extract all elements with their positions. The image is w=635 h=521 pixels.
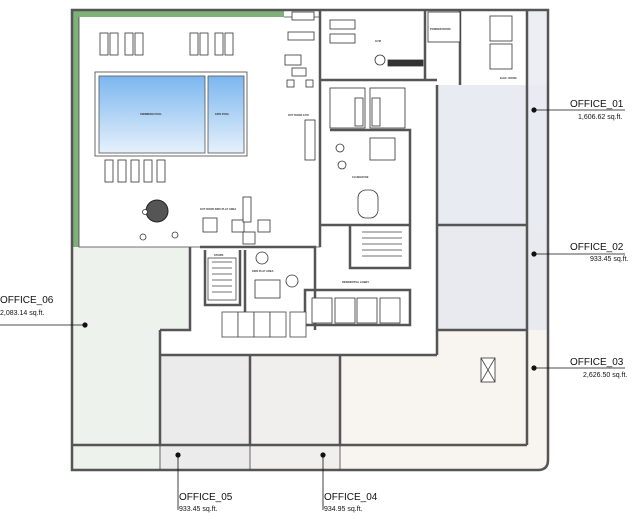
kids-pool [207,75,245,154]
kids-pool-label: KIDS POOL [215,112,230,116]
swimming-pool-label: SWIMMING POOL [140,112,162,116]
service-rooms [221,311,307,338]
office-06-label: OFFICE_06 [0,295,54,306]
gym-equipment [329,19,424,67]
office-partitions [72,10,529,447]
outdoor-gym-label: OUT DOOR GYM [288,113,309,117]
fire-pit [145,199,169,223]
powder-room [427,11,461,43]
office-05-area-value: 933.45 sq.ft. [179,506,218,513]
office-01-label: OFFICE_01 [570,99,624,110]
stairs-label: STAIRS [214,253,224,257]
office-03-area[interactable] [340,330,548,470]
hedge-left [72,11,79,247]
office-01-area-value: 1,606.62 sq.ft. [578,114,622,121]
outdoor-kids-play-label: OUT DOOR KIDS PLAY AREA [200,207,236,211]
core-walls [200,10,462,330]
clubhouse-label: CLUBHOUSE [352,175,369,179]
office-04-label: OFFICE_04 [324,492,378,503]
clubhouse-furniture [335,137,396,219]
gym-label: GYM [375,39,381,43]
office-06-area[interactable] [72,247,190,470]
kids-play-furniture [254,251,299,299]
loungers [99,32,234,183]
leader-lines [0,107,625,510]
residential-lobby-label: RESIDENTIAL LOBBY [342,280,369,284]
stairs-right [362,231,402,257]
office-04-area-value: 934.95 sq.ft. [324,506,363,513]
elevators [311,297,401,324]
office-03-area-value: 2,626.50 sq.ft. [583,372,627,379]
outdoor-gym-equipment [284,11,316,161]
office-05-area[interactable] [160,355,250,470]
bottom-strip-dividers [159,445,341,470]
elevators-top [489,15,513,70]
office-03-label: OFFICE_03 [570,357,624,368]
hedge-top [72,11,284,17]
pool-deck [94,71,248,157]
office-02-area[interactable] [437,225,548,330]
kids-play-label: KIDS PLAY AREA [252,269,274,273]
office-04-area[interactable] [250,355,340,470]
swimming-pool [98,75,206,154]
corridor-strip [527,10,548,85]
office-02-area-value: 933.45 sq.ft. [590,256,629,263]
office-01-area[interactable] [437,85,548,225]
outer-wall [70,8,550,472]
outdoor-tables [139,209,179,241]
office-05-label: OFFICE_05 [179,492,233,503]
elec-room-label: ELEC. ROOM [500,76,516,80]
office-02-label: OFFICE_02 [570,242,624,253]
powder-room-label: POWDER ROOM [430,27,450,31]
outdoor-play-equipment [202,196,271,245]
toilets [329,87,406,129]
stairs-left [207,257,237,301]
office-06-area-value: 2,083.14 sq.ft. [0,310,44,317]
